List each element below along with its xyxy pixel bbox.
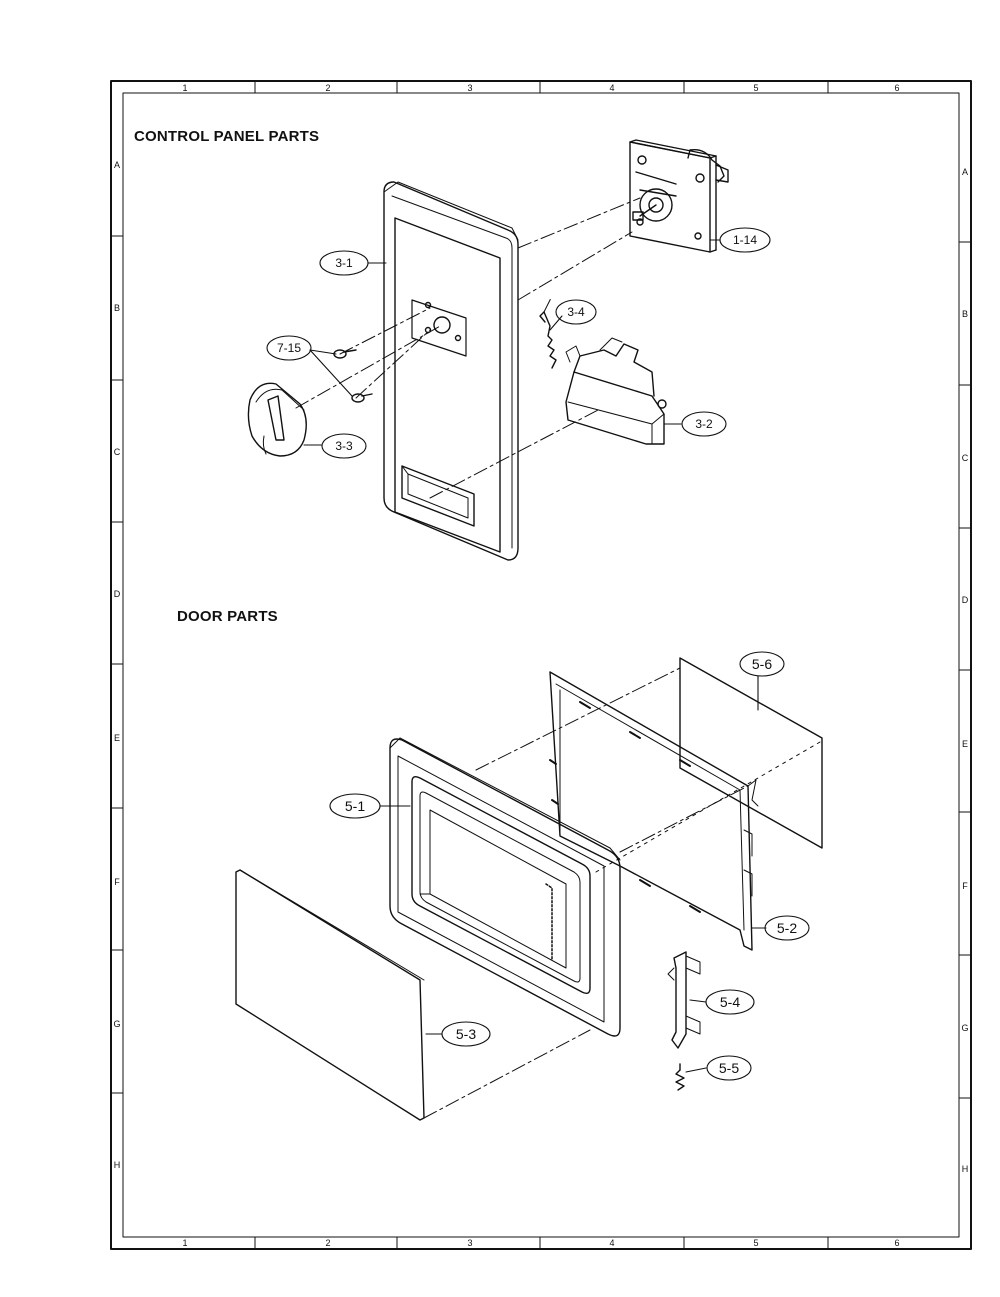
col-label-top-4: 4 [609, 83, 614, 93]
col-label-top-1: 1 [182, 83, 187, 93]
row-label-left-h: H [114, 1160, 121, 1170]
callout-3-4: 3-4 [567, 305, 585, 319]
col-label-top-3: 3 [467, 83, 472, 93]
part-3-3-knob [247, 382, 307, 457]
door-parts-title: DOOR PARTS [177, 608, 278, 625]
grid-labels: 1 2 3 4 5 6 1 2 3 4 5 6 A B C D E F G H … [113, 83, 968, 1248]
part-1-14-timer [629, 139, 729, 253]
row-label-right-e: E [962, 739, 968, 749]
callout-5-1: 5-1 [345, 798, 365, 814]
col-label-top-5: 5 [753, 83, 758, 93]
col-label-bottom-6: 6 [894, 1238, 899, 1248]
row-label-left-b: B [114, 303, 120, 313]
row-label-right-d: D [962, 595, 969, 605]
callout-5-2: 5-2 [777, 920, 797, 936]
col-label-bottom-4: 4 [609, 1238, 614, 1248]
callout-3-1: 3-1 [335, 256, 353, 270]
part-5-2-frame [549, 671, 759, 951]
col-label-bottom-5: 5 [753, 1238, 758, 1248]
part-7-15-screws [333, 349, 373, 403]
row-label-right-b: B [962, 309, 968, 319]
row-label-right-h: H [962, 1164, 969, 1174]
row-label-left-f: F [114, 877, 120, 887]
row-label-left-c: C [114, 447, 121, 457]
callout-5-5: 5-5 [719, 1060, 739, 1076]
row-label-right-a: A [962, 167, 968, 177]
part-5-1-door [389, 737, 621, 1037]
col-label-bottom-2: 2 [325, 1238, 330, 1248]
part-3-1-control-panel [383, 181, 519, 561]
callout-1-14: 1-14 [733, 233, 757, 247]
callout-5-3: 5-3 [456, 1026, 476, 1042]
row-label-left-a: A [114, 160, 120, 170]
part-5-3-cover [235, 869, 425, 1121]
col-label-top-6: 6 [894, 83, 899, 93]
callout-5-4: 5-4 [720, 994, 740, 1010]
row-label-right-g: G [961, 1023, 968, 1033]
part-3-2-lever [565, 337, 667, 445]
callout-labels: 1-14 3-1 3-4 7-15 3-2 3-3 5-6 5-1 5-2 5-… [277, 233, 797, 1076]
col-label-top-2: 2 [325, 83, 330, 93]
callout-3-2: 3-2 [695, 417, 713, 431]
row-label-left-d: D [114, 589, 121, 599]
door-assembly-lines [423, 667, 821, 1119]
drawing-frame [110, 80, 972, 1250]
part-5-4-latch-hook [667, 951, 701, 1049]
col-label-bottom-1: 1 [182, 1238, 187, 1248]
callout-7-15: 7-15 [277, 341, 301, 355]
part-5-5-spring [675, 1063, 685, 1091]
part-5-6-screen [679, 657, 823, 849]
control-panel-assembly-lines [295, 197, 641, 499]
callout-5-6: 5-6 [752, 656, 772, 672]
control-panel-parts-title: CONTROL PANEL PARTS [134, 128, 320, 145]
row-label-left-g: G [113, 1019, 120, 1029]
callout-leaders [303, 239, 767, 1073]
callout-ovals [266, 227, 810, 1081]
row-label-right-f: F [962, 881, 968, 891]
callout-3-3: 3-3 [335, 439, 353, 453]
row-label-left-e: E [114, 733, 120, 743]
row-label-right-c: C [962, 453, 969, 463]
part-3-4-spring [539, 311, 557, 369]
col-label-bottom-3: 3 [467, 1238, 472, 1248]
